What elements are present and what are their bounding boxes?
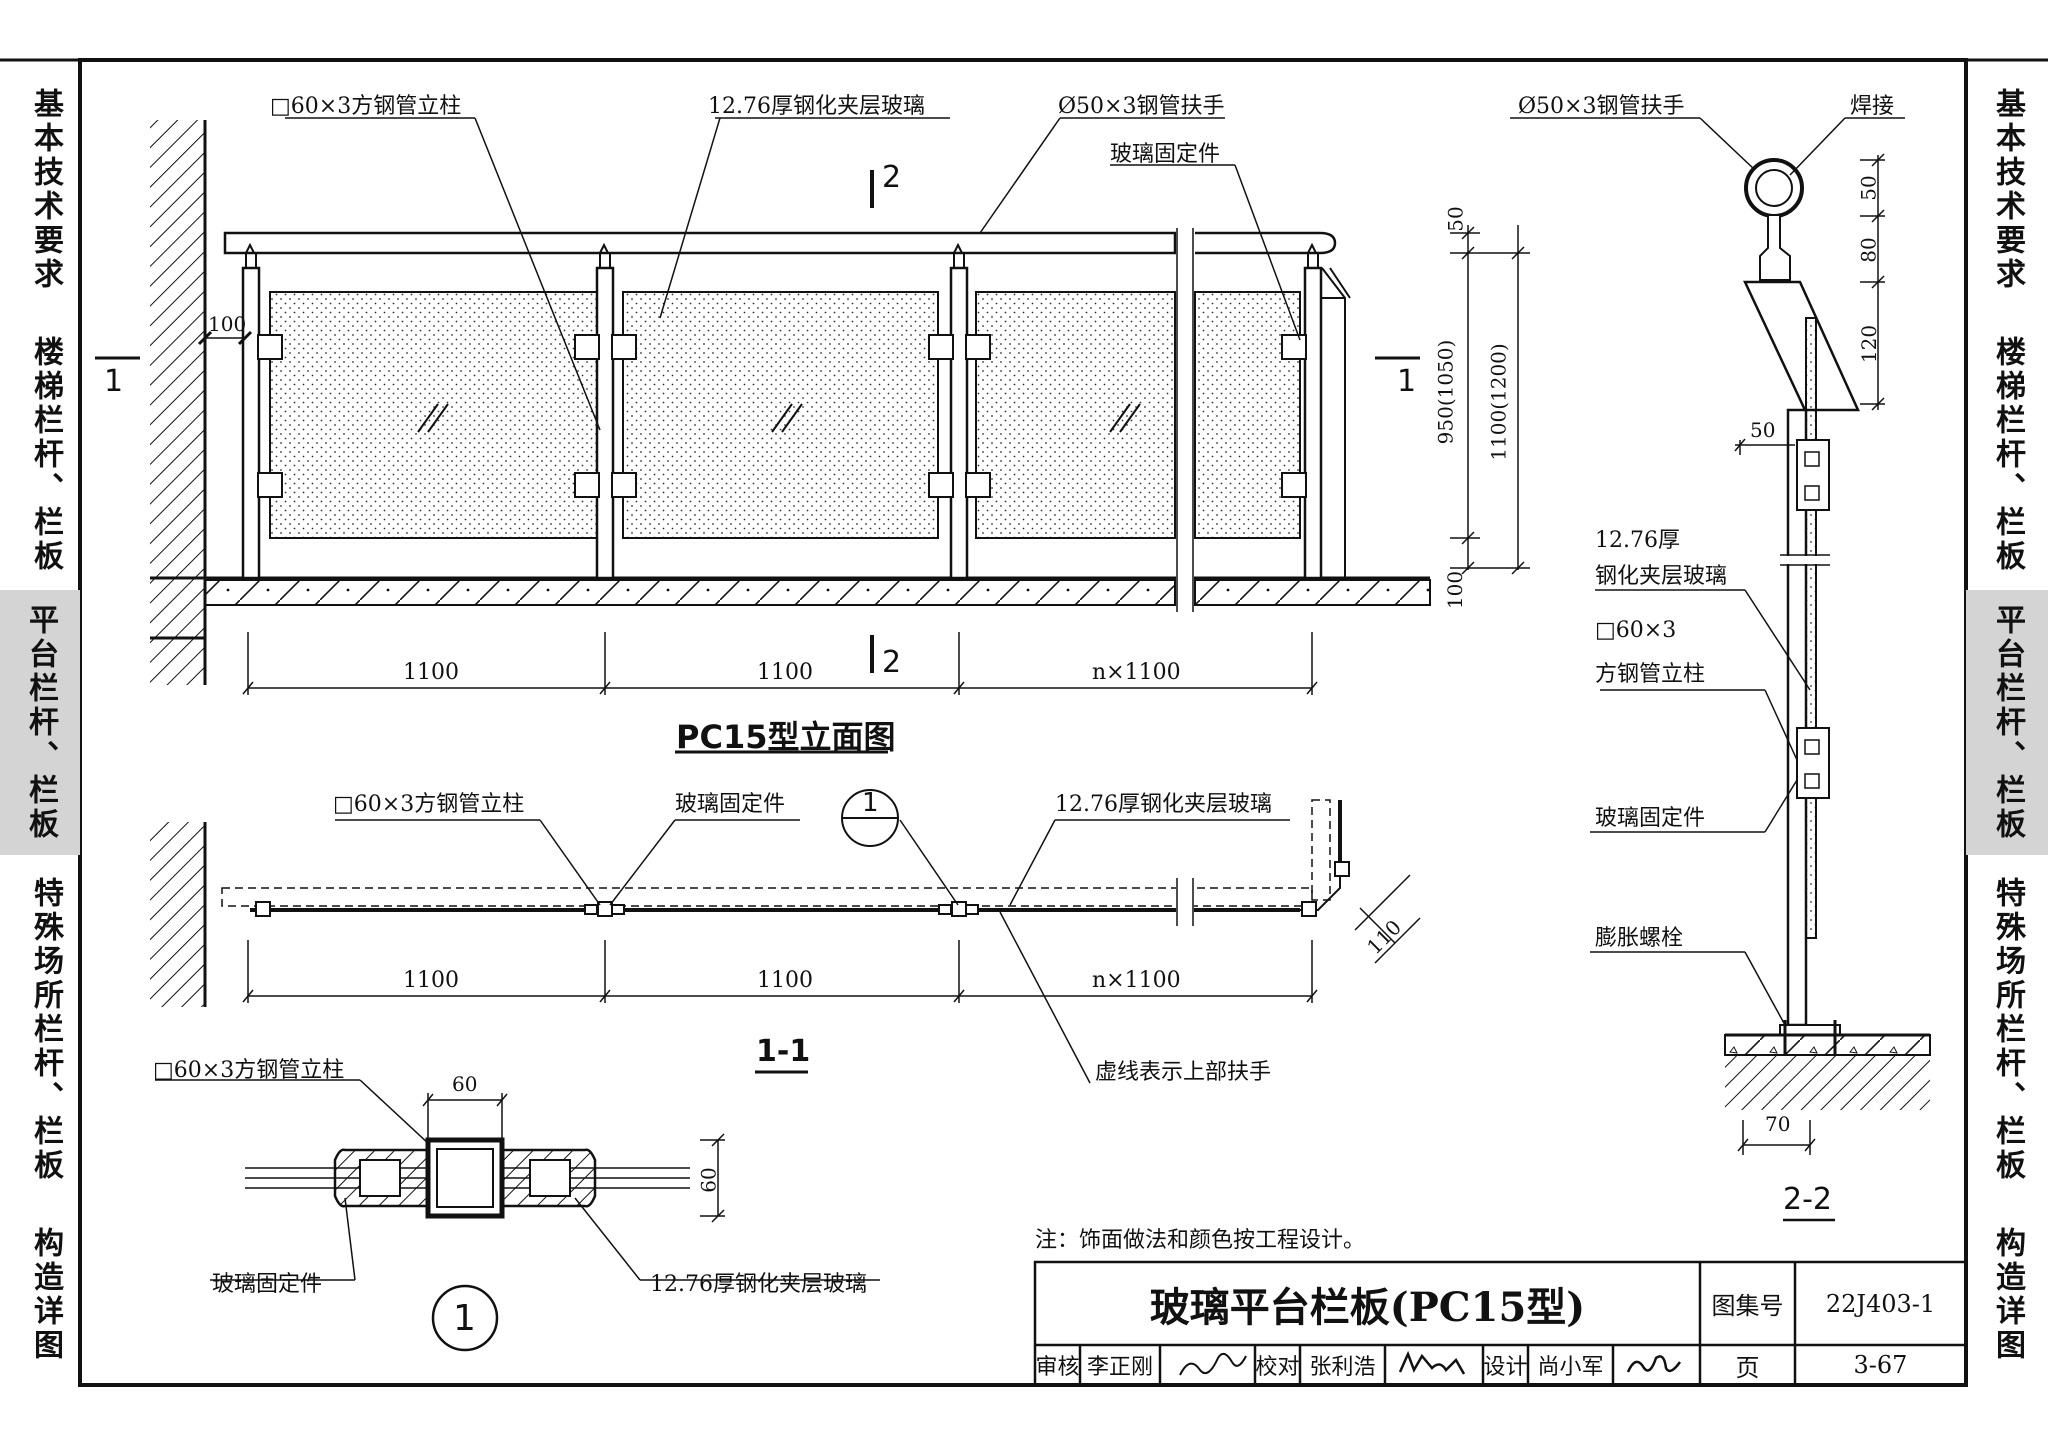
reviewer-name: 李正刚 [1086,1355,1153,1380]
section-1-1-drawing [150,789,1421,1084]
cut-mark-1-right: 1 [1397,364,1417,399]
right-tab-platform[interactable]: 平台栏杆、栏板 [1966,590,2048,855]
review-label: 审核 [1035,1355,1080,1380]
left-tab-label: 楼梯栏杆、栏板 [28,336,63,574]
label-d1-clamp: 玻璃固定件 [212,1272,323,1297]
right-tab-stair[interactable]: 楼梯栏杆、栏板 [1972,325,2042,585]
label-elev-rail: Ø50×3钢管扶手 [1058,94,1225,119]
dim-elev-100b: 100 [1443,570,1468,610]
dim-s22-80: 80 [1856,237,1881,263]
dim-elev-span2: 1100 [757,660,813,685]
dim-s11-span1: 1100 [403,968,459,993]
label-elev-clamp: 玻璃固定件 [1110,142,1221,167]
detail-1-number: 1 [453,1298,476,1339]
page-number: 3-67 [1853,1351,1908,1379]
label-elev-glass: 12.76厚钢化夹层玻璃 [708,94,925,119]
label-s22-rail: Ø50×3钢管扶手 [1518,94,1685,119]
cut-mark-2-top: 2 [882,160,902,195]
elevation-title: PC15型立面图 [676,718,896,756]
right-tab-label: 构造详图 [1990,1227,2025,1363]
dim-s22-120: 120 [1857,324,1882,364]
atlas-number: 22J403-1 [1825,1289,1936,1318]
page-label: 页 [1735,1353,1760,1382]
label-s11-post: □60×3方钢管立柱 [333,792,525,817]
label-s22-weld: 焊接 [1850,94,1895,119]
left-tab-label: 特殊场所栏杆、栏板 [28,877,63,1183]
dim-elev-span3: n×1100 [1092,660,1181,685]
dim-s11-span2: 1100 [757,968,813,993]
right-tab-special[interactable]: 特殊场所栏杆、栏板 [1972,865,2042,1195]
cut-mark-1-left: 1 [104,364,124,399]
drawing-title: 玻璃平台栏板(PC15型) [1149,1283,1586,1331]
left-tab-platform[interactable]: 平台栏杆、栏板 [0,590,80,855]
dim-s22-50b: 50 [1750,418,1776,442]
dim-s22-70: 70 [1765,1112,1791,1136]
right-tab-basic[interactable]: 基本技术要求 [1972,75,2042,305]
label-s11-dashed: 虚线表示上部扶手 [1095,1060,1272,1085]
check-label: 校对 [1255,1355,1300,1380]
label-s22-bolt: 膨胀螺栓 [1595,926,1684,951]
label-s22-clamp: 玻璃固定件 [1595,806,1706,831]
left-tab-label: 平台栏杆、栏板 [23,603,58,842]
label-d1-glass: 12.76厚钢化夹层玻璃 [650,1272,867,1297]
right-tab-label: 平台栏杆、栏板 [1990,603,2025,842]
left-tab-detail[interactable]: 构造详图 [10,1215,80,1375]
signature-designer [1626,1355,1682,1373]
dim-s11-span3: n×1100 [1092,968,1181,993]
dim-s11-110: 110 [1362,915,1407,959]
signature-checker [1398,1350,1466,1375]
left-tab-label: 构造详图 [28,1227,63,1363]
dim-s22-50a: 50 [1856,175,1881,201]
checker-name: 张利浩 [1309,1355,1376,1380]
label-s22-glass-2: 钢化夹层玻璃 [1595,564,1728,589]
right-tab-label: 特殊场所栏杆、栏板 [1990,877,2025,1183]
detail-bubble-top: 1 [862,788,879,818]
label-s22-glass-1: 12.76厚 [1595,528,1680,553]
signature-reviewer [1179,1352,1247,1376]
dim-elev-950: 950(1050) [1433,339,1458,445]
label-elev-post: □60×3方钢管立柱 [270,94,462,119]
dim-elev-1100: 1100(1200) [1486,343,1511,461]
detail-1-drawing [155,1079,880,1352]
title-block-frame [1033,1260,1968,1387]
dim-d1-60a: 60 [452,1072,478,1096]
design-label: 设计 [1483,1355,1528,1380]
left-tab-special[interactable]: 特殊场所栏杆、栏板 [10,865,80,1195]
dim-elev-100: 100 [208,312,247,336]
right-tab-label: 楼梯栏杆、栏板 [1990,336,2025,574]
left-tab-label: 基本技术要求 [28,88,63,292]
label-s22-post-1: □60×3 [1595,618,1677,643]
general-note: 注：饰面做法和颜色按工程设计。 [1035,1228,1366,1253]
section-1-1-title: 1-1 [756,1034,811,1069]
left-tab-stair[interactable]: 楼梯栏杆、栏板 [10,325,80,585]
section-2-2-title: 2-2 [1783,1182,1832,1217]
designer-name: 尚小军 [1537,1355,1604,1380]
dim-d1-60b: 60 [696,1167,721,1193]
label-s11-clamp: 玻璃固定件 [675,792,786,817]
label-d1-post: □60×3方钢管立柱 [153,1058,345,1083]
section-2-2-drawing [1510,117,1931,1222]
atlas-label: 图集号 [1711,1292,1784,1320]
left-tab-basic[interactable]: 基本技术要求 [10,75,80,305]
elevation-drawing [95,117,1530,695]
label-s11-glass: 12.76厚钢化夹层玻璃 [1055,792,1272,817]
dim-elev-50: 50 [1443,206,1468,232]
label-s22-post-2: 方钢管立柱 [1595,662,1706,687]
right-tab-detail[interactable]: 构造详图 [1972,1215,2042,1375]
right-tab-label: 基本技术要求 [1990,88,2025,292]
dim-elev-span1: 1100 [403,660,459,685]
cut-mark-2-bottom: 2 [882,645,902,680]
